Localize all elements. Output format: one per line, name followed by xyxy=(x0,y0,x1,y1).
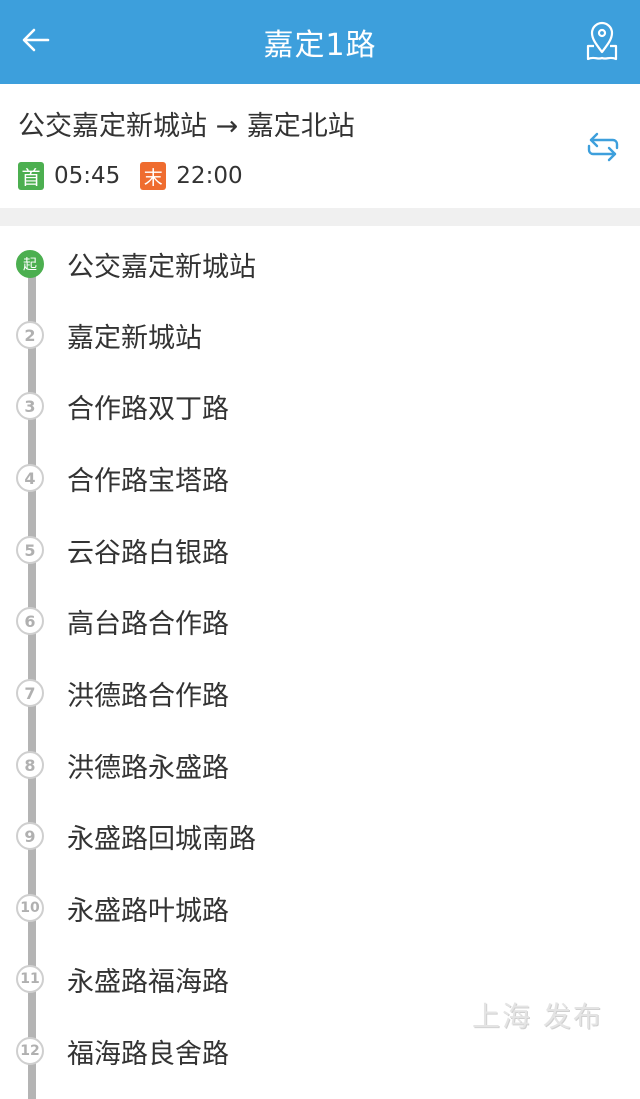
stop-name: 嘉定新城站 xyxy=(67,322,202,354)
stop-item[interactable]: 2 嘉定新城站 xyxy=(0,299,640,371)
stop-name: 高台路合作路 xyxy=(67,608,229,640)
start-marker: 起 xyxy=(16,250,44,278)
stop-name: 洪德路合作路 xyxy=(67,680,229,712)
first-bus-badge: 首 xyxy=(18,162,44,190)
stop-item[interactable]: 6 高台路合作路 xyxy=(0,585,640,657)
stop-item[interactable]: 5 云谷路白银路 xyxy=(0,514,640,586)
stop-number: 12 xyxy=(16,1037,44,1065)
stop-name: 合作路宝塔路 xyxy=(67,465,229,497)
stop-name: 永盛路回城南路 xyxy=(67,823,256,855)
last-bus-badge: 末 xyxy=(140,162,167,190)
stop-item[interactable]: 3 合作路双丁路 xyxy=(0,370,640,442)
stop-name: 合作路双丁路 xyxy=(67,393,229,425)
stop-item[interactable]: 7 洪德路合作路 xyxy=(0,657,640,729)
route-destination: 嘉定北站 xyxy=(246,111,355,142)
service-times: 首 05:45 末 22:00 xyxy=(18,162,263,190)
stop-item[interactable]: 12 福海路良舍路 xyxy=(0,1015,640,1087)
stop-name: 永盛路叶城路 xyxy=(67,895,229,927)
stop-number: 8 xyxy=(16,751,44,779)
stop-number: 11 xyxy=(16,965,44,993)
map-pin-icon xyxy=(586,21,618,61)
route-info: 公交嘉定新城站 → 嘉定北站 首 05:45 末 22:00 xyxy=(0,84,640,208)
stop-number: 6 xyxy=(16,607,44,635)
first-bus-time: 05:45 xyxy=(54,163,121,189)
map-button[interactable] xyxy=(580,16,624,66)
arrow-left-icon xyxy=(22,28,50,52)
stop-item[interactable]: 起 公交嘉定新城站 xyxy=(0,228,640,300)
route-direction: 公交嘉定新城站 → 嘉定北站 xyxy=(18,104,355,143)
stop-item[interactable]: 9 永盛路回城南路 xyxy=(0,800,640,872)
last-bus-time: 22:00 xyxy=(176,163,243,189)
route-origin: 公交嘉定新城站 xyxy=(18,111,207,142)
stop-name: 洪德路永盛路 xyxy=(67,752,229,784)
watermark: 上海 发布 xyxy=(472,1000,603,1033)
stop-name: 公交嘉定新城站 xyxy=(67,251,256,283)
stop-name: 云谷路白银路 xyxy=(67,537,229,569)
stop-number: 4 xyxy=(16,464,44,492)
page-title: 嘉定1路 xyxy=(263,28,377,63)
back-button[interactable] xyxy=(16,20,56,60)
stop-number: 10 xyxy=(16,894,44,922)
swap-direction-button[interactable] xyxy=(584,128,622,166)
stop-name: 福海路良舍路 xyxy=(67,1038,229,1070)
swap-direction-icon xyxy=(587,132,619,162)
section-divider xyxy=(0,208,640,226)
top-app-bar: 嘉定1路 xyxy=(0,0,640,84)
stop-name: 永盛路福海路 xyxy=(67,966,229,998)
stop-item[interactable]: 10 永盛路叶城路 xyxy=(0,872,640,944)
stop-item[interactable]: 8 洪德路永盛路 xyxy=(0,729,640,801)
direction-arrow: → xyxy=(215,111,239,142)
stop-item[interactable]: 4 合作路宝塔路 xyxy=(0,442,640,514)
stop-number: 2 xyxy=(16,321,44,349)
stop-number: 3 xyxy=(16,392,44,420)
stop-number: 5 xyxy=(16,536,44,564)
stop-item[interactable]: 11 永盛路福海路 xyxy=(0,943,640,1015)
stop-number: 9 xyxy=(16,822,44,850)
stop-number: 7 xyxy=(16,679,44,707)
stop-list[interactable]: 起 公交嘉定新城站 2 嘉定新城站 3 合作路双丁路 4 合作路宝塔路 5 云谷… xyxy=(0,226,640,1099)
